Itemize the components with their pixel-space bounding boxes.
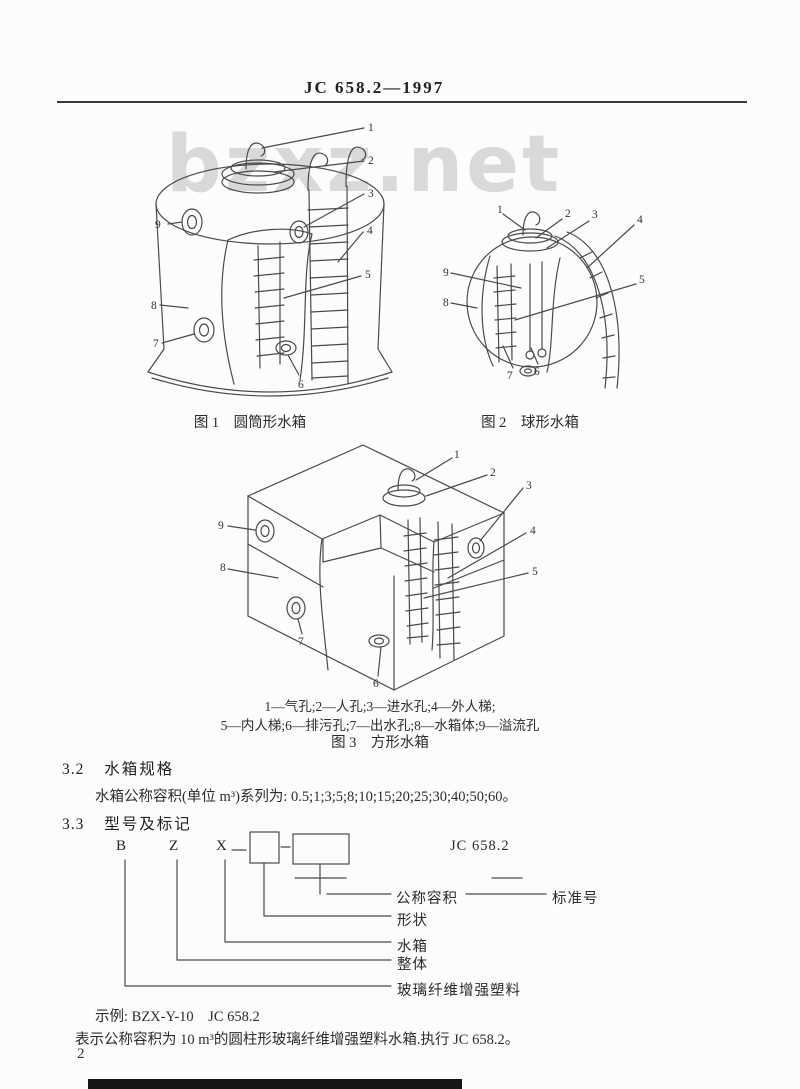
figure3-drawing: 1 2 3 4 5 9 8 7 6 [218,444,538,691]
fig2-internal-ladder [493,263,517,363]
fig1-tank-body [147,163,393,397]
designation-lines [124,831,547,987]
fig2-vent-pipe [522,211,541,236]
fig2-callout-6: 6 [534,366,540,378]
fig3-callout-8: 8 [220,562,226,574]
fig2-cutaway [481,255,561,373]
fig2-callout-5: 5 [639,274,645,286]
fig2-callout-2: 2 [565,208,571,220]
section-3-2-body: 水箱公称容积(单位 m³)系列为: 0.5;1;3;5;8;10;15;20;2… [95,789,518,805]
fig3-callout-5: 5 [532,566,538,578]
fig1-vent-pipe [245,142,266,170]
designation-letter-z: Z [169,838,180,854]
fig2-manhole [501,228,559,252]
fig3-internal-ladder [403,517,429,645]
fig1-callout-4: 4 [367,225,373,237]
standard-code: JC 658.2—1997 [304,78,445,97]
fig1-callout-7: 7 [153,338,159,350]
designation-label-tank: 水箱 [397,939,428,955]
section-3-2-number: 3.2 [62,761,85,778]
fig2-callout-8: 8 [443,297,449,309]
fig2-leader-lines [450,213,637,369]
fig3-external-ladder [433,521,461,661]
header-rule [57,101,747,103]
fig1-callout-5: 5 [365,269,371,281]
fig1-callout-9: 9 [155,219,161,231]
fig3-callout-7: 7 [298,636,304,648]
designation-letter-b: B [116,838,128,854]
section-3-2-title: 水箱规格 [104,761,175,778]
example-line-2: 表示公称容积为 10 m³的圆柱形玻璃纤维增强塑料水箱.执行 JC 658.2。 [75,1032,520,1048]
section-3-3-number: 3.3 [62,816,85,833]
designation-label-shape: 形状 [397,913,428,929]
section-3-3-title: 型号及标记 [104,816,192,833]
fig1-callout-8: 8 [151,300,157,312]
designation-letter-x: X [216,838,228,854]
fig1-external-ladder [307,146,367,385]
designation-label-material: 玻璃纤维增强塑料 [397,983,521,999]
figure3-legend: 1—气孔;2—人孔;3—进水孔;4—外人梯; 5—内人梯;6—排污孔;7—出水孔… [100,697,660,735]
section-3-2-heading: 3.2 水箱规格 [62,757,174,779]
figure2-drawing: 1 2 3 4 9 5 8 7 6 [443,204,645,389]
fig1-internal-ladder [253,241,285,369]
fig3-holes [255,519,485,648]
page-number: 2 [77,1046,85,1062]
scan-artifact-bar [88,1079,462,1089]
fig3-callout-6: 6 [373,678,379,690]
fig3-manhole [382,484,426,507]
legend-line-1: 1—气孔;2—人孔;3—进水孔;4—外人梯; [264,699,496,714]
fig2-callout-1: 1 [497,204,503,216]
designation-label-standard-no: 标准号 [552,891,599,907]
fig3-tank-body [246,444,506,691]
fig1-callout-2: 2 [368,155,374,167]
watermark: bzxz.net [166,120,563,210]
example-line-1: 示例: BZX-Y-10 JC 658.2 [95,1009,260,1025]
designation-standard-ref: JC 658.2 [450,838,510,854]
fig3-leader-lines [227,457,529,677]
fig1-callout-3: 3 [368,188,374,200]
fig2-external-ladder [554,231,620,389]
fig2-callout-7: 7 [507,370,513,382]
fig3-callout-9: 9 [218,520,224,532]
fig3-vent-pipe [397,468,416,491]
figure3-caption: 图 3 方形水箱 [331,735,429,751]
fig2-callout-9: 9 [443,267,449,279]
fig1-callout-1: 1 [368,122,374,134]
fig2-internal-tubes [519,261,547,377]
designation-diagram: B Z X JC 658.2 公称容积 形状 水箱 整体 玻璃纤维增强塑料 标准… [80,826,640,1011]
figure1-caption: 图 1 圆筒形水箱 [193,415,307,431]
fig3-callout-2: 2 [490,467,496,479]
designation-label-integral: 整体 [397,957,428,973]
fig2-callout-4: 4 [637,214,643,226]
fig1-manhole [221,159,295,194]
fig3-callout-4: 4 [530,525,536,537]
fig1-cutaway [221,228,313,385]
section-3-3-heading: 3.3 型号及标记 [62,812,192,834]
fig2-callout-3: 3 [592,209,598,221]
figure1-drawing: 1 2 3 4 5 9 8 7 6 [147,122,393,397]
figure2-caption: 图 2 球形水箱 [481,415,579,431]
fig1-callout-6: 6 [298,379,304,391]
legend-line-2: 5—内人梯;6—排污孔;7—出水孔;8—水箱体;9—溢流孔 [220,718,540,733]
designation-label-capacity: 公称容积 [396,891,458,907]
fig3-callout-3: 3 [526,480,532,492]
fig1-leader-lines [159,127,365,376]
fig3-callout-1: 1 [454,449,460,461]
fig1-holes [181,208,309,356]
